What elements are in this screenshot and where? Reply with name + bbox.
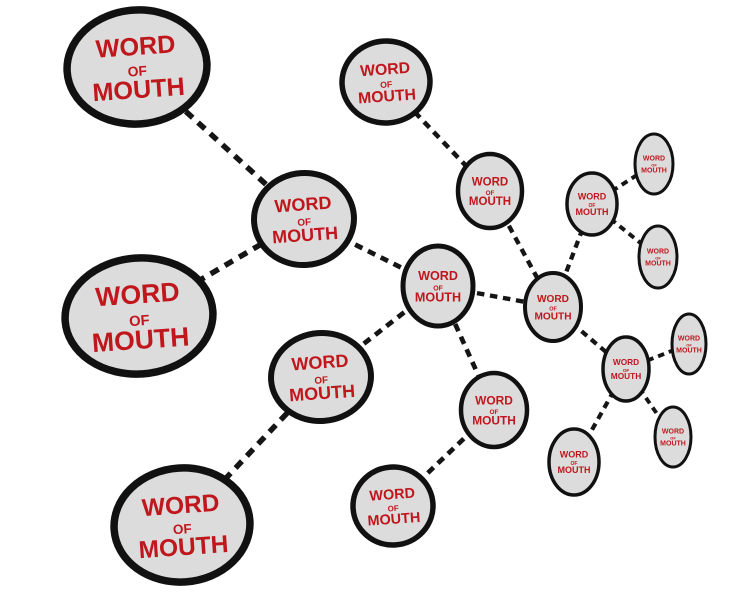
node-ellipse bbox=[251, 169, 357, 269]
node-ellipse bbox=[547, 427, 601, 497]
edge-n-hub-left-to-n-center bbox=[302, 216, 440, 289]
label-of: OF bbox=[623, 368, 630, 373]
label-of: OF bbox=[489, 409, 498, 416]
label-mouth: MOUTH bbox=[138, 531, 229, 564]
label-mouth: MOUTH bbox=[641, 168, 667, 175]
label-mouth: MOUTH bbox=[558, 465, 591, 475]
label-of: OF bbox=[129, 313, 150, 330]
label-of: OF bbox=[297, 217, 311, 229]
label-mouth: MOUTH bbox=[91, 321, 190, 358]
label-word: WORD bbox=[613, 357, 639, 367]
label-word: WORD bbox=[291, 351, 349, 375]
node-ellipse bbox=[633, 132, 675, 196]
label-mouth: MOUTH bbox=[367, 510, 421, 530]
label-mouth: MOUTH bbox=[358, 86, 417, 107]
node-ellipse bbox=[63, 6, 211, 128]
label-mouth: MOUTH bbox=[289, 381, 356, 406]
label-word: WORD bbox=[537, 294, 569, 305]
label-of: OF bbox=[651, 163, 657, 168]
label-mouth: MOUTH bbox=[645, 261, 671, 268]
node-ellipse bbox=[350, 464, 436, 548]
node-ellipse bbox=[339, 38, 433, 126]
node-ellipse bbox=[61, 254, 217, 378]
label-word: WORD bbox=[475, 393, 513, 407]
node-ellipse bbox=[653, 405, 693, 469]
label-mouth: MOUTH bbox=[660, 441, 686, 448]
node-ellipse bbox=[458, 370, 530, 450]
node-ellipse bbox=[601, 335, 651, 403]
label-word: WORD bbox=[95, 30, 177, 63]
label-of: OF bbox=[549, 307, 557, 313]
label-of: OF bbox=[486, 190, 495, 197]
label-of: OF bbox=[387, 504, 399, 514]
label-of: OF bbox=[172, 521, 192, 537]
label-mouth: MOUTH bbox=[534, 311, 571, 322]
label-mouth: MOUTH bbox=[576, 207, 609, 217]
label-word: WORD bbox=[418, 269, 458, 283]
label-of: OF bbox=[686, 343, 692, 348]
label-of: OF bbox=[571, 461, 578, 467]
node-ellipse bbox=[268, 329, 374, 425]
label-of: OF bbox=[589, 203, 596, 209]
node-ellipse bbox=[110, 464, 254, 586]
label-word: WORD bbox=[472, 177, 508, 189]
label-mouth: MOUTH bbox=[472, 414, 516, 428]
label-of: OF bbox=[380, 79, 393, 90]
label-word: WORD bbox=[678, 336, 700, 343]
label-word: WORD bbox=[94, 276, 180, 312]
node-ellipse bbox=[523, 271, 583, 343]
label-of: OF bbox=[127, 62, 147, 79]
label-mouth: MOUTH bbox=[272, 223, 339, 248]
label-word: WORD bbox=[369, 486, 416, 505]
nodes-layer: WORDOFMOUTHWORDOFMOUTHWORDOFMOUTHWORDOFM… bbox=[61, 6, 708, 586]
label-mouth: MOUTH bbox=[92, 73, 186, 107]
label-of: OF bbox=[655, 256, 661, 261]
node-ellipse bbox=[400, 243, 476, 329]
label-mouth: MOUTH bbox=[469, 196, 511, 208]
label-word: WORD bbox=[578, 192, 607, 202]
label-mouth: MOUTH bbox=[676, 348, 702, 355]
label-of: OF bbox=[670, 436, 676, 441]
label-word: WORD bbox=[662, 429, 684, 436]
label-of: OF bbox=[314, 375, 328, 387]
label-word: WORD bbox=[141, 490, 220, 522]
label-word: WORD bbox=[360, 60, 411, 80]
label-word: WORD bbox=[643, 156, 665, 163]
node-ellipse bbox=[637, 224, 679, 290]
label-word: WORD bbox=[274, 193, 332, 217]
label-of: OF bbox=[433, 285, 443, 292]
node-ellipse bbox=[565, 171, 619, 237]
label-mouth: MOUTH bbox=[611, 371, 641, 381]
node-ellipse bbox=[455, 151, 525, 231]
edge-n-center-to-n-lower-left bbox=[319, 284, 440, 379]
label-word: WORD bbox=[647, 249, 669, 256]
label-mouth: MOUTH bbox=[415, 291, 461, 305]
label-word: WORD bbox=[560, 450, 589, 460]
node-ellipse bbox=[670, 312, 708, 376]
